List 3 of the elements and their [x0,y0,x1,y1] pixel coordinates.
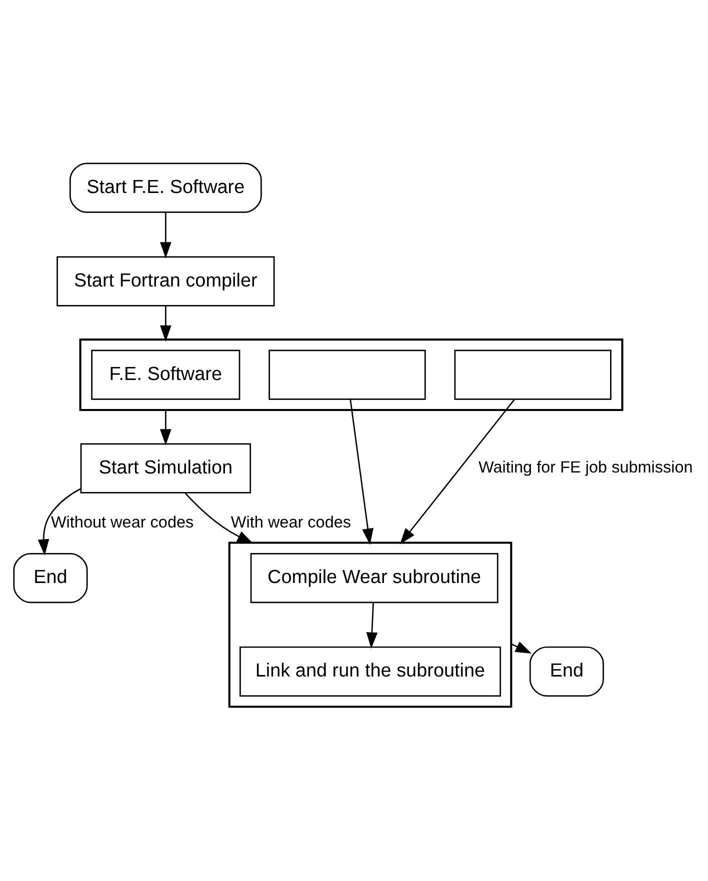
edge-label: Without wear codes [50,513,194,532]
edge-label: With wear codes [230,513,352,532]
edge-label: Waiting for FE job submission [478,458,693,476]
